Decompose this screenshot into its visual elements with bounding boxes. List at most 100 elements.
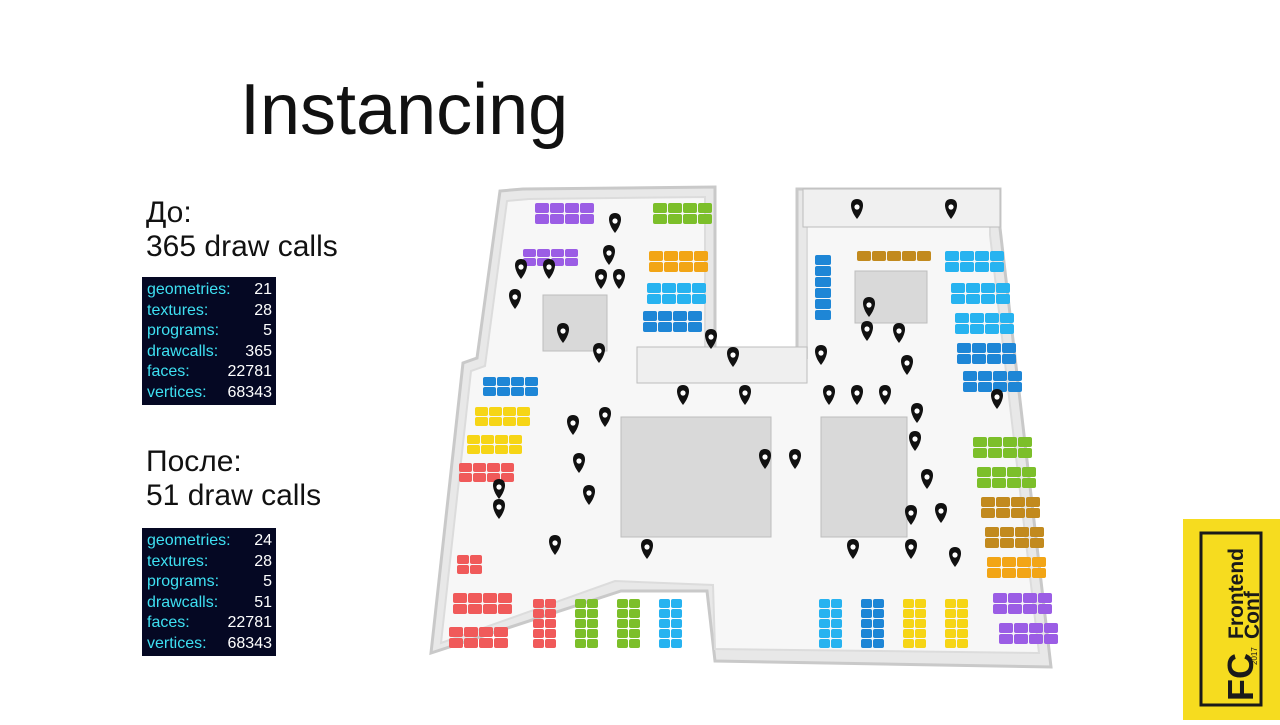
desk xyxy=(990,262,1004,272)
desk xyxy=(487,463,500,472)
desk xyxy=(489,407,502,416)
desk xyxy=(692,283,706,293)
location-pin-icon xyxy=(893,323,905,343)
desk xyxy=(985,527,999,537)
location-pin-icon xyxy=(739,385,751,405)
location-pin-icon xyxy=(677,385,689,405)
logo-fc: FC xyxy=(1220,653,1261,701)
location-pin-icon xyxy=(515,259,527,279)
desk xyxy=(981,497,995,507)
logo-mark: Frontend Conf FC 2017 xyxy=(1199,531,1264,707)
location-pin-icon xyxy=(549,535,561,555)
slide-title: Instancing xyxy=(240,70,569,150)
desk xyxy=(587,629,598,638)
desk xyxy=(1008,593,1022,603)
desk xyxy=(831,599,842,608)
desk xyxy=(481,435,494,444)
desk xyxy=(483,593,497,603)
desk xyxy=(993,604,1007,614)
desk xyxy=(887,251,901,261)
desk xyxy=(673,311,687,321)
desk xyxy=(617,609,628,618)
desk xyxy=(503,417,516,426)
desk xyxy=(861,619,872,628)
location-pin-icon xyxy=(603,245,615,265)
desk xyxy=(498,593,512,603)
desk xyxy=(658,311,672,321)
desk xyxy=(957,599,968,608)
location-pin-icon xyxy=(759,449,771,469)
desk xyxy=(587,609,598,618)
desk xyxy=(917,251,931,261)
desk xyxy=(1002,354,1016,364)
desk xyxy=(459,463,472,472)
after-stats-panel: geometries:24 textures:28 programs:5 dra… xyxy=(142,528,276,656)
desk xyxy=(464,627,478,637)
stats-row: geometries:24 xyxy=(147,531,272,552)
desk xyxy=(815,255,831,265)
desk xyxy=(643,311,657,321)
stats-row: programs:5 xyxy=(147,321,272,342)
desk xyxy=(677,283,691,293)
desk xyxy=(468,593,482,603)
location-pin-icon xyxy=(991,389,1003,409)
stats-value: 5 xyxy=(263,322,272,339)
desk xyxy=(629,599,640,608)
desk xyxy=(945,639,956,648)
desk xyxy=(479,638,493,648)
room-blocks xyxy=(542,188,1001,538)
desk xyxy=(945,629,956,638)
desk xyxy=(643,322,657,332)
desk xyxy=(694,251,708,261)
location-pin-icon xyxy=(879,385,891,405)
desk xyxy=(449,627,463,637)
desk xyxy=(977,478,991,488)
location-pin-icon xyxy=(909,431,921,451)
stats-value: 28 xyxy=(254,301,272,319)
desk xyxy=(1000,313,1014,323)
desk xyxy=(494,627,508,637)
desk xyxy=(957,629,968,638)
desk xyxy=(481,445,494,454)
desk xyxy=(535,214,549,224)
location-pin-icon xyxy=(901,355,913,375)
desk xyxy=(580,203,594,213)
desk xyxy=(550,214,564,224)
desk xyxy=(501,463,514,472)
stats-key: faces: xyxy=(147,614,190,631)
stats-key: geometries: xyxy=(147,281,231,298)
after-heading: После: xyxy=(146,445,242,478)
desk xyxy=(973,448,987,458)
desk xyxy=(1002,343,1016,353)
desk xyxy=(525,377,538,386)
stats-value: 365 xyxy=(245,342,272,360)
desk xyxy=(945,599,956,608)
desk xyxy=(987,557,1001,567)
desk xyxy=(575,639,586,648)
desk xyxy=(1000,527,1014,537)
desk xyxy=(509,445,522,454)
desk xyxy=(815,299,831,309)
desk xyxy=(1007,478,1021,488)
desk xyxy=(1007,467,1021,477)
desk xyxy=(475,407,488,416)
desk xyxy=(575,629,586,638)
desk xyxy=(511,387,524,396)
location-pin-icon xyxy=(851,199,863,219)
desk xyxy=(653,214,667,224)
stats-row: programs:5 xyxy=(147,572,272,593)
desk xyxy=(1018,437,1032,447)
desk xyxy=(679,262,693,272)
desk xyxy=(1038,593,1052,603)
desk xyxy=(453,593,467,603)
location-pin-icon xyxy=(557,323,569,343)
stats-value: 22781 xyxy=(227,614,273,631)
desk xyxy=(470,555,482,564)
desk xyxy=(970,324,984,334)
before-heading: До: xyxy=(146,196,192,229)
desk xyxy=(992,467,1006,477)
location-pin-icon xyxy=(509,289,521,309)
desk xyxy=(1032,568,1046,578)
desk xyxy=(617,599,628,608)
desk xyxy=(511,377,524,386)
